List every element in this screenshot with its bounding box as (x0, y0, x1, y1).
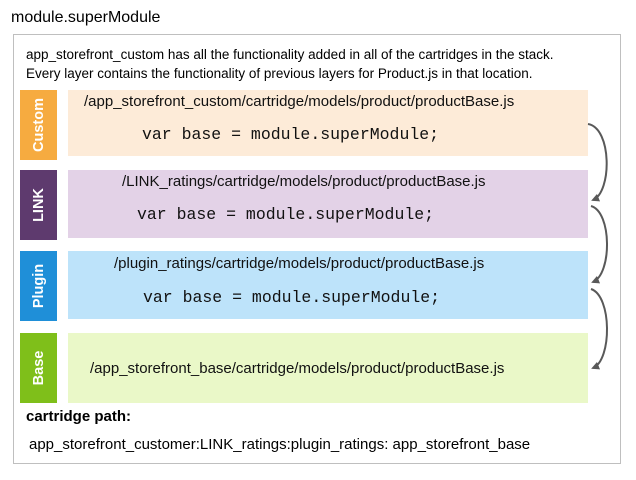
layer-box-custom: /app_storefront_custom/cartridge/models/… (68, 90, 588, 156)
layer-tab-link: LINK (20, 170, 57, 240)
layer-tab-base: Base (20, 333, 57, 403)
arrow-link-to-plugin (590, 205, 608, 284)
description-line-2: Every layer contains the functionality o… (26, 66, 533, 81)
layer-box-link: /LINK_ratings/cartridge/models/product/p… (68, 170, 588, 238)
layer-code-custom: var base = module.superModule; (142, 125, 440, 144)
layer-path-plugin: /plugin_ratings/cartridge/models/product… (114, 255, 485, 272)
arrow-plugin-to-base (590, 288, 608, 370)
layer-path-base: /app_storefront_base/cartridge/models/pr… (90, 360, 505, 377)
layer-box-base: /app_storefront_base/cartridge/models/pr… (68, 333, 588, 403)
layer-code-plugin: var base = module.superModule; (143, 288, 441, 307)
layer-box-plugin: /plugin_ratings/cartridge/models/product… (68, 251, 588, 319)
cartridge-path-value: app_storefront_customer:LINK_ratings:plu… (29, 436, 531, 453)
layer-tab-custom: Custom (20, 90, 57, 160)
layer-tab-plugin: Plugin (20, 251, 57, 321)
arrow-custom-to-link (587, 123, 608, 202)
layer-code-link: var base = module.superModule; (137, 205, 435, 224)
layer-path-custom: /app_storefront_custom/cartridge/models/… (84, 93, 515, 110)
diagram-title: module.superModule (11, 9, 161, 26)
cartridge-path-label: cartridge path: (26, 408, 132, 425)
description-line-1: app_storefront_custom has all the functi… (26, 47, 554, 62)
layer-path-link: /LINK_ratings/cartridge/models/product/p… (122, 173, 486, 190)
